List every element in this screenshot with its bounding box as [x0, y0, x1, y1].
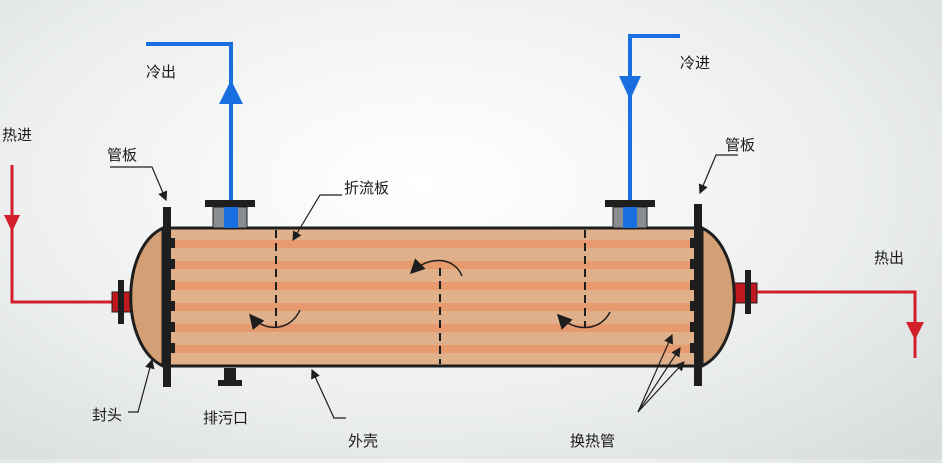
drain-nozzle: [218, 368, 242, 386]
right-nozzle-flange: [745, 270, 751, 314]
label-heat-tubes: 换热管: [570, 432, 615, 450]
label-head: 封头: [92, 406, 122, 424]
label-drain: 排污口: [203, 409, 248, 427]
right-head: [700, 225, 736, 369]
shell: [170, 226, 695, 368]
label-tube-sheet-left: 管板: [107, 146, 137, 164]
left-nozzle-flange: [118, 280, 124, 324]
cold-inlet-pipe: [619, 34, 680, 206]
label-tube-sheet-right: 管板: [725, 136, 755, 154]
label-hot-in: 热进: [2, 126, 32, 144]
label-cold-in: 冷进: [680, 54, 710, 72]
cold-inlet-nozzle: [605, 200, 655, 229]
label-baffle: 折流板: [344, 179, 389, 197]
cold-outlet-pipe: [146, 42, 243, 213]
flow-arrow-icon: [249, 309, 301, 331]
leader-lines: [110, 154, 738, 419]
hot-outlet-pipe: [732, 282, 924, 358]
flow-arrows: [249, 258, 611, 331]
cold-inlet-arrow-icon: [619, 76, 641, 100]
heat-tubes: [170, 240, 695, 353]
tube-sheet-right: [690, 204, 702, 386]
label-hot-out: 热出: [874, 249, 904, 267]
hot-inlet-pipe: [4, 165, 139, 313]
flow-arrow-icon: [556, 311, 611, 330]
cold-outlet-nozzle: [205, 200, 255, 229]
tube-sheet-left: [163, 207, 175, 387]
hot-outlet-arrow-icon: [906, 322, 924, 340]
cold-outlet-arrow-icon: [219, 80, 243, 104]
left-head: [129, 225, 165, 369]
flow-arrow-icon: [409, 258, 463, 277]
label-cold-out: 冷出: [146, 63, 176, 81]
label-shell: 外壳: [348, 432, 378, 450]
baffles: [275, 230, 586, 364]
hot-inlet-arrow-icon: [4, 215, 20, 232]
